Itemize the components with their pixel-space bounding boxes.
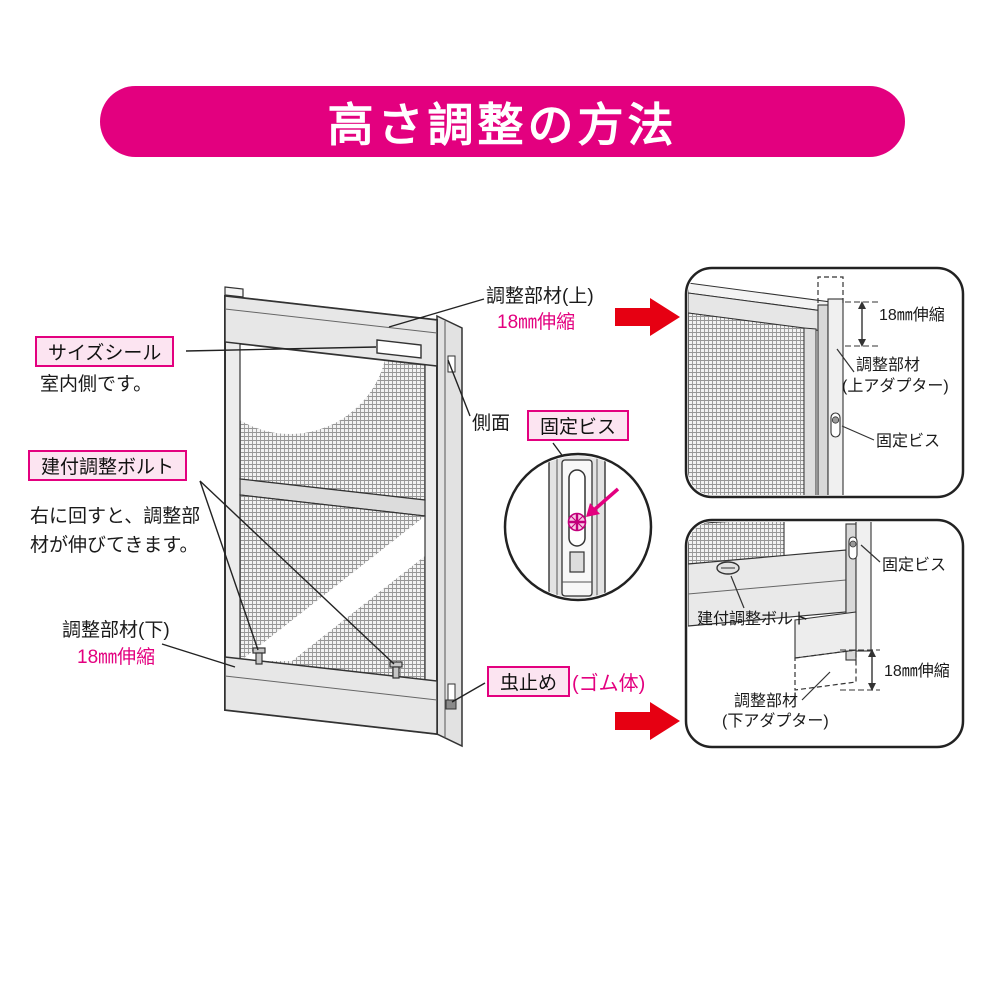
insect-stop-label: 虫止め <box>500 673 558 694</box>
screw-pointer-arrow <box>586 487 620 517</box>
member-upper-label: 調整部材(上) <box>486 286 594 307</box>
detail-bottom-bolt-label: 建付調整ボルト <box>697 611 810 628</box>
arrow-to-bottom-detail-icon <box>615 702 680 740</box>
member-lower-label: 調整部材(下) <box>62 620 170 641</box>
adjustment-bolts <box>252 647 403 679</box>
detail-bottom-extend-label: 18㎜伸縮 <box>884 663 950 680</box>
detail-top-member-label: 調整部材 <box>856 357 921 374</box>
lower-mesh-panel <box>239 494 426 683</box>
leader-lines <box>161 298 568 703</box>
detail-panel-top <box>684 266 965 499</box>
detail-bottom-screw-label: 固定ビス <box>882 557 947 574</box>
fixing-screw-graphic <box>567 512 587 532</box>
top-adapter-tab <box>224 286 244 298</box>
size-seal-label-box: サイズシール <box>35 336 175 367</box>
side-rail <box>436 314 463 748</box>
arrow-to-top-detail-icon <box>615 298 680 336</box>
adjust-bolt-label: 建付調整ボルト <box>41 457 175 478</box>
bottom-rail <box>224 656 438 735</box>
member-lower-extend-label: 18㎜伸縮 <box>77 647 156 668</box>
detail-bottom-member-label: 調整部材 <box>734 693 799 710</box>
fixing-screw-label: 固定ビス <box>540 417 617 438</box>
title-banner: 高さ調整の方法 <box>100 86 905 157</box>
fixing-screw-label-box: 固定ビス <box>527 410 630 441</box>
adjust-bolt-label-box: 建付調整ボルト <box>28 450 188 481</box>
detail-top-member-sub-label: (上アダプター) <box>842 378 949 395</box>
rubber-body-label: (ゴム体) <box>572 673 646 695</box>
size-seal-label: サイズシール <box>48 343 162 364</box>
detail-top-extend-label: 18㎜伸縮 <box>879 307 945 324</box>
detail-panel-bottom <box>684 518 965 749</box>
screen-frame-illustration <box>224 286 463 748</box>
page-title: 高さ調整の方法 <box>327 98 678 151</box>
bolt-note-text: 右に回すと、調整部材が伸びてきます。 <box>30 506 201 556</box>
indoor-side-label: 室内側です。 <box>40 374 153 395</box>
member-upper-extend-label: 18㎜伸縮 <box>497 312 576 333</box>
red-arrows <box>615 298 680 740</box>
magnified-screw-detail <box>503 452 653 602</box>
detail-bottom-member-sub-label: (下アダプター) <box>722 713 829 730</box>
side-face-label: 側面 <box>472 413 511 434</box>
size-seal-sticker <box>376 339 422 359</box>
insect-stop-label-box: 虫止め <box>487 666 571 697</box>
detail-top-screw-label: 固定ビス <box>876 433 941 450</box>
